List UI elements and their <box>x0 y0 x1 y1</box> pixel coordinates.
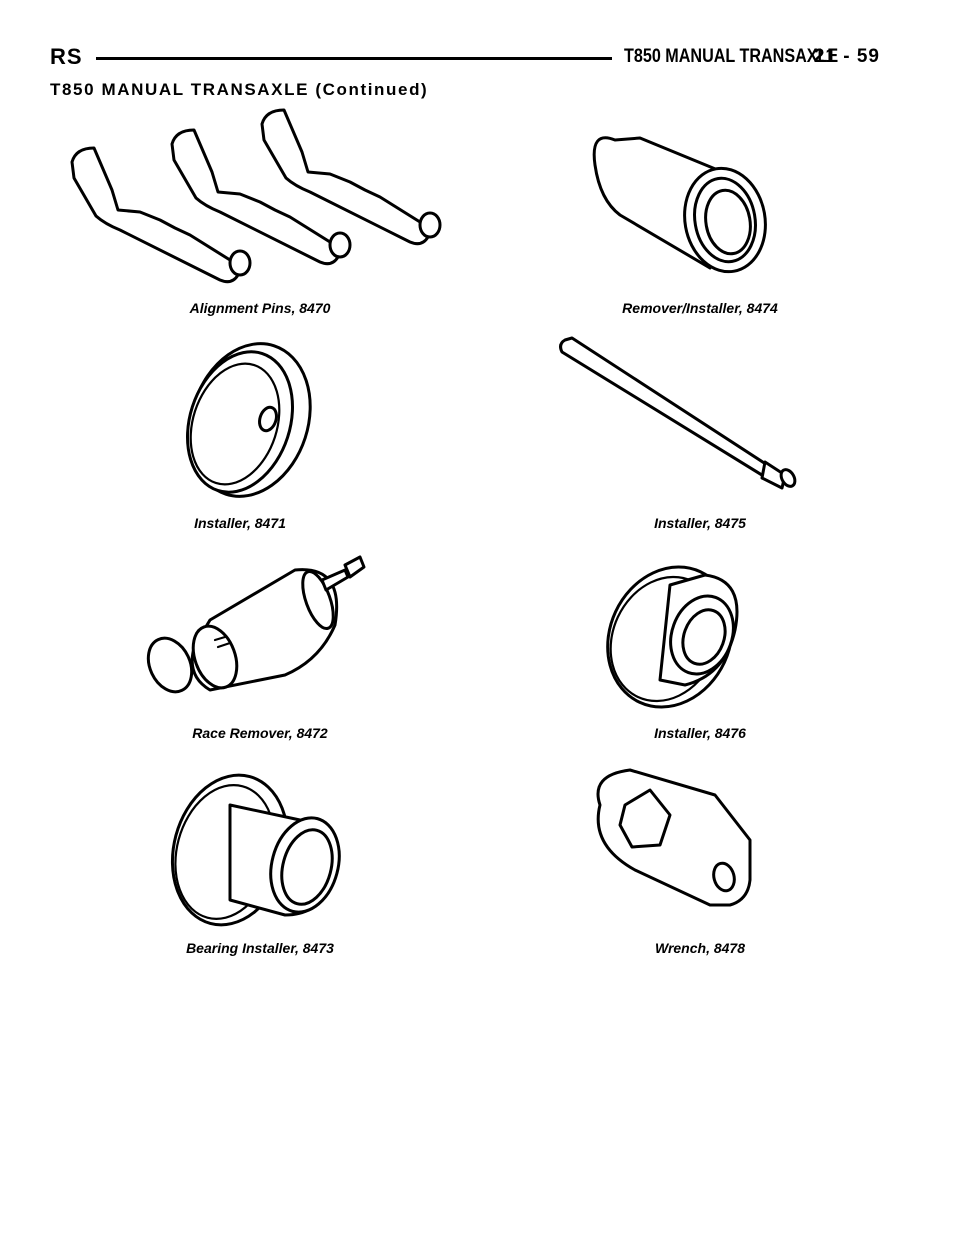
caption-installer-8475: Installer, 8475 <box>654 515 746 531</box>
installer-8471-illustration <box>185 342 312 498</box>
bearing-installer-illustration <box>170 773 341 927</box>
tool-installer-8476: Installer, 8476 <box>520 545 880 750</box>
tool-bearing-installer: Bearing Installer, 8473 <box>60 765 460 965</box>
header-rule <box>96 57 612 60</box>
race-remover-illustration <box>146 555 366 694</box>
section-code: RS <box>50 44 83 69</box>
caption-installer-8476: Installer, 8476 <box>654 725 746 741</box>
tool-wrench: Wrench, 8478 <box>520 765 880 965</box>
tool-installer-8471: Installer, 8471 <box>80 330 400 531</box>
installer-8475-illustration <box>559 336 797 490</box>
caption-bearing-installer: Bearing Installer, 8473 <box>186 940 334 956</box>
tool-race-remover: Race Remover, 8472 <box>60 545 460 750</box>
caption-installer-8471: Installer, 8471 <box>194 515 286 531</box>
alignment-pins-illustration <box>70 108 442 284</box>
caption-alignment-pins: Alignment Pins, 8470 <box>189 300 331 316</box>
installer-8476-illustration <box>606 565 739 709</box>
header-title: T850 MANUAL TRANSAXLE <box>624 46 839 67</box>
tool-alignment-pins: Alignment Pins, 8470 <box>60 108 460 325</box>
page-header: RS T850 MANUAL TRANSAXLE 21 - 59 <box>50 40 880 76</box>
remover-installer-illustration <box>592 136 767 274</box>
caption-remover-installer: Remover/Installer, 8474 <box>622 300 778 316</box>
wrench-illustration <box>596 768 752 907</box>
tool-installer-8475: Installer, 8475 <box>520 330 880 531</box>
tool-remover-installer: Remover/Installer, 8474 <box>520 120 880 325</box>
caption-race-remover: Race Remover, 8472 <box>192 725 328 741</box>
caption-wrench: Wrench, 8478 <box>654 940 745 956</box>
section-title: T850 MANUAL TRANSAXLE (Continued) <box>50 80 429 99</box>
page-number: 21 - 59 <box>813 46 880 67</box>
